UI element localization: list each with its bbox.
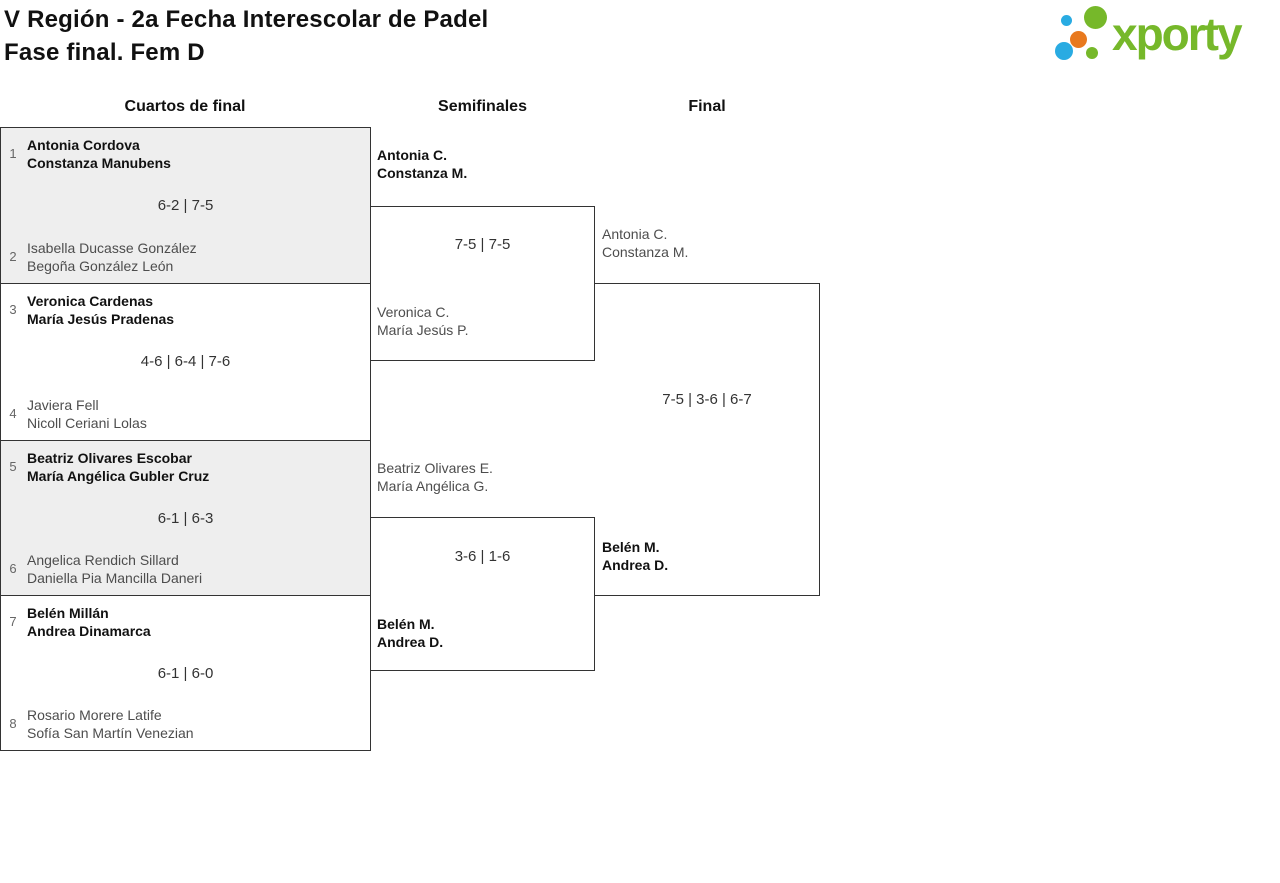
logo-dot-orange: [1070, 31, 1087, 48]
team-pair: Rosario Morere Latife Sofía San Martín V…: [27, 706, 194, 742]
seed-number: 4: [9, 406, 17, 421]
logo-dot-blue-small: [1061, 15, 1072, 26]
logo-dot-blue-large: [1055, 42, 1073, 60]
team-pair: Belén M. Andrea D.: [602, 538, 668, 574]
seed-number: 5: [9, 459, 17, 474]
player-name: María Angélica G.: [377, 478, 489, 494]
round-header-semifinales: Semifinales: [438, 98, 527, 115]
logo-dot-green-large: [1084, 6, 1107, 29]
page-title-line1: V Región - 2a Fecha Interescolar de Pade…: [4, 6, 489, 33]
player-name: Nicoll Ceriani Lolas: [27, 415, 147, 431]
team-pair: Veronica Cardenas María Jesús Pradenas: [27, 292, 174, 328]
player-name: María Jesús Pradenas: [27, 311, 175, 327]
player-name: Antonia C.: [602, 226, 668, 242]
team-pair: Belén M. Andrea D.: [377, 615, 443, 651]
player-name: Constanza M.: [602, 244, 689, 260]
match-quarterfinal-1: 1 Antonia Cordova Constanza Manubens 6-2…: [0, 127, 371, 284]
match-quarterfinal-2: 3 Veronica Cardenas María Jesús Pradenas…: [0, 283, 371, 441]
player-name: Rosario Morere Latife: [27, 707, 162, 723]
team-pair: Javiera Fell Nicoll Ceriani Lolas: [27, 396, 147, 432]
player-name: Belén M.: [602, 539, 660, 555]
seed-number: 3: [9, 302, 17, 317]
player-name: Belén Millán: [27, 605, 109, 621]
player-name: Veronica Cardenas: [27, 293, 154, 309]
team-pair: Angelica Rendich Sillard Daniella Pia Ma…: [27, 551, 202, 587]
player-name: Antonia Cordova: [27, 137, 140, 153]
match-score: 6-1 | 6-0: [157, 665, 214, 682]
player-name: Belén M.: [377, 616, 435, 632]
player-name: María Angélica Gubler Cruz: [27, 468, 210, 484]
match-score: 7-5 | 3-6 | 6-7: [662, 391, 752, 408]
seed-number: 8: [9, 716, 17, 731]
team-pair: Isabella Ducasse González Begoña Gonzále…: [27, 239, 197, 275]
player-name: Constanza Manubens: [27, 155, 171, 171]
player-name: Daniella Pia Mancilla Daneri: [27, 570, 203, 586]
seed-number: 2: [9, 249, 17, 264]
match-score: 7-5 | 7-5: [454, 236, 511, 253]
match-final-box: [594, 283, 820, 596]
player-name: María Jesús P.: [377, 322, 469, 338]
match-quarterfinal-4: 7 Belén Millán Andrea Dinamarca 6-1 | 6-…: [0, 595, 371, 751]
team-pair: Antonia Cordova Constanza Manubens: [27, 136, 171, 172]
seed-number: 6: [9, 561, 17, 576]
player-name: Andrea D.: [377, 634, 444, 650]
player-name: Beatriz Olivares E.: [377, 460, 493, 476]
player-name: Andrea D.: [602, 557, 669, 573]
player-name: Sofía San Martín Venezian: [27, 725, 194, 741]
player-name: Beatriz Olivares Escobar: [27, 450, 192, 466]
seed-number: 7: [9, 614, 17, 629]
team-pair: Beatriz Olivares E. María Angélica G.: [377, 459, 493, 495]
page-title: V Región - 2a Fecha Interescolar de Pade…: [4, 3, 488, 69]
logo-dot-green-small: [1086, 47, 1098, 59]
team-pair: Antonia C. Constanza M.: [602, 225, 688, 261]
team-pair: Veronica C. María Jesús P.: [377, 303, 469, 339]
round-header-cuartos: Cuartos de final: [124, 98, 246, 115]
page-title-line2: Fase final. Fem D: [4, 39, 205, 66]
team-pair: Antonia C. Constanza M.: [377, 146, 467, 182]
logo-wordmark: xporty: [1112, 8, 1243, 60]
player-name: Veronica C.: [377, 304, 450, 320]
player-name: Begoña González León: [27, 258, 174, 274]
match-score: 3-6 | 1-6: [454, 548, 511, 565]
match-score: 6-1 | 6-3: [157, 510, 214, 527]
team-pair: Beatriz Olivares Escobar María Angélica …: [27, 449, 209, 485]
player-name: Andrea Dinamarca: [27, 623, 151, 639]
team-pair: Belén Millán Andrea Dinamarca: [27, 604, 151, 640]
player-name: Isabella Ducasse González: [27, 240, 197, 256]
match-score: 4-6 | 6-4 | 7-6: [140, 353, 231, 370]
player-name: Antonia C.: [377, 147, 447, 163]
seed-number: 1: [9, 146, 17, 161]
player-name: Constanza M.: [377, 165, 468, 181]
match-quarterfinal-3: 5 Beatriz Olivares Escobar María Angélic…: [0, 440, 371, 596]
player-name: Angelica Rendich Sillard: [27, 552, 179, 568]
round-header-final: Final: [688, 98, 726, 115]
player-name: Javiera Fell: [27, 397, 99, 413]
match-semifinal-2-box: [370, 517, 595, 671]
match-score: 6-2 | 7-5: [157, 197, 214, 214]
